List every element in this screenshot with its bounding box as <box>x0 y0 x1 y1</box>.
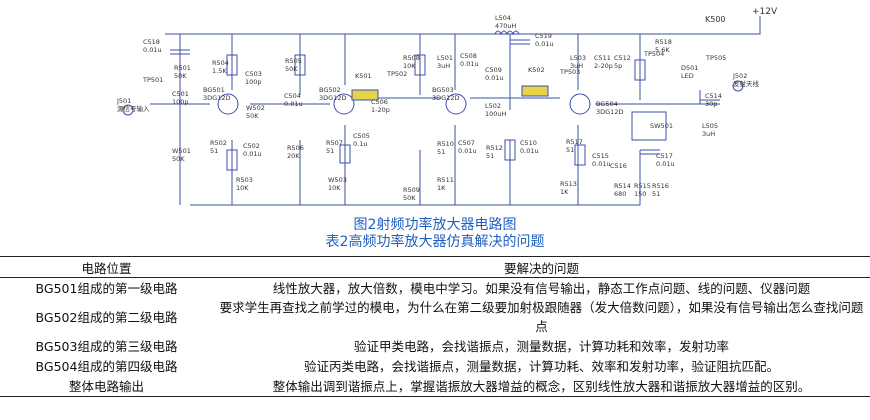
header-issue: 要解决的问题 <box>213 256 870 278</box>
component-label: K502 <box>528 66 545 74</box>
header-position: 电路位置 <box>0 256 213 278</box>
component-label: TP502 <box>386 70 407 78</box>
table-row: BG501组成的第一级电路 线性放大器，放大倍数，模电中学习。如果没有信号输出，… <box>0 278 870 299</box>
row-position: BG501组成的第一级电路 <box>35 280 178 296</box>
table-caption: 表2高频功率放大器仿真解决的问题 <box>325 234 545 250</box>
row-position: BG504组成的第四级电路 <box>35 358 178 374</box>
row-issue: 线性放大器，放大倍数，模电中学习。如果没有信号输出，静态工作点问题、线的问题、仪… <box>272 280 811 296</box>
switch-label: K500 <box>705 15 726 24</box>
row-position: BG502组成的第二级电路 <box>35 309 178 325</box>
component-label: SW501 <box>650 122 673 130</box>
component-label: TP503 <box>559 68 580 76</box>
component-label: TP504 <box>643 50 664 58</box>
row-issue: 整体输出调到谐振点上，掌握谐振放大器增益的概念，区别线性放大器和谐振放大器增益的… <box>213 376 870 397</box>
table-row: BG502组成的第二级电路 要求学生再查找之前学过的模电，为什么在第二级要加射极… <box>0 298 870 336</box>
component-label: K501 <box>355 72 372 80</box>
row-position: 整体电路输出 <box>0 376 213 397</box>
supply-label: +12V <box>752 7 778 17</box>
table-row: BG504组成的第四级电路 验证丙类电路，会找谐振点，测量数据，计算功耗、效率和… <box>0 356 870 376</box>
table-row: 整体电路输出 整体输出调到谐振点上，掌握谐振放大器增益的概念，区别线性放大器和谐… <box>0 376 870 397</box>
component-label: C516 <box>610 162 627 170</box>
row-position: BG503组成的第三级电路 <box>35 338 178 354</box>
issues-table: 电路位置 要解决的问题 BG501组成的第一级电路 线性放大器，放大倍数，模电中… <box>0 256 870 397</box>
row-issue: 要求学生再查找之前学过的模电，为什么在第二级要加射极跟随器（发大倍数问题），如果… <box>219 300 864 334</box>
row-issue: 验证甲类电路，会找谐振点，测量数据，计算功耗和效率，发射功率 <box>353 338 729 354</box>
component-label: TP501 <box>142 76 163 84</box>
row-issue: 验证丙类电路，会找谐振点，测量数据，计算功耗、效率和发射功率，验证阻抗匹配。 <box>303 358 779 374</box>
table-row: BG503组成的第三级电路 验证甲类电路，会找谐振点，测量数据，计算功耗和效率，… <box>0 336 870 356</box>
table-header-row: 电路位置 要解决的问题 <box>0 256 870 278</box>
component-label: TP505 <box>705 54 726 62</box>
figure-caption: 图2射频功率放大器电路图 <box>353 217 517 233</box>
